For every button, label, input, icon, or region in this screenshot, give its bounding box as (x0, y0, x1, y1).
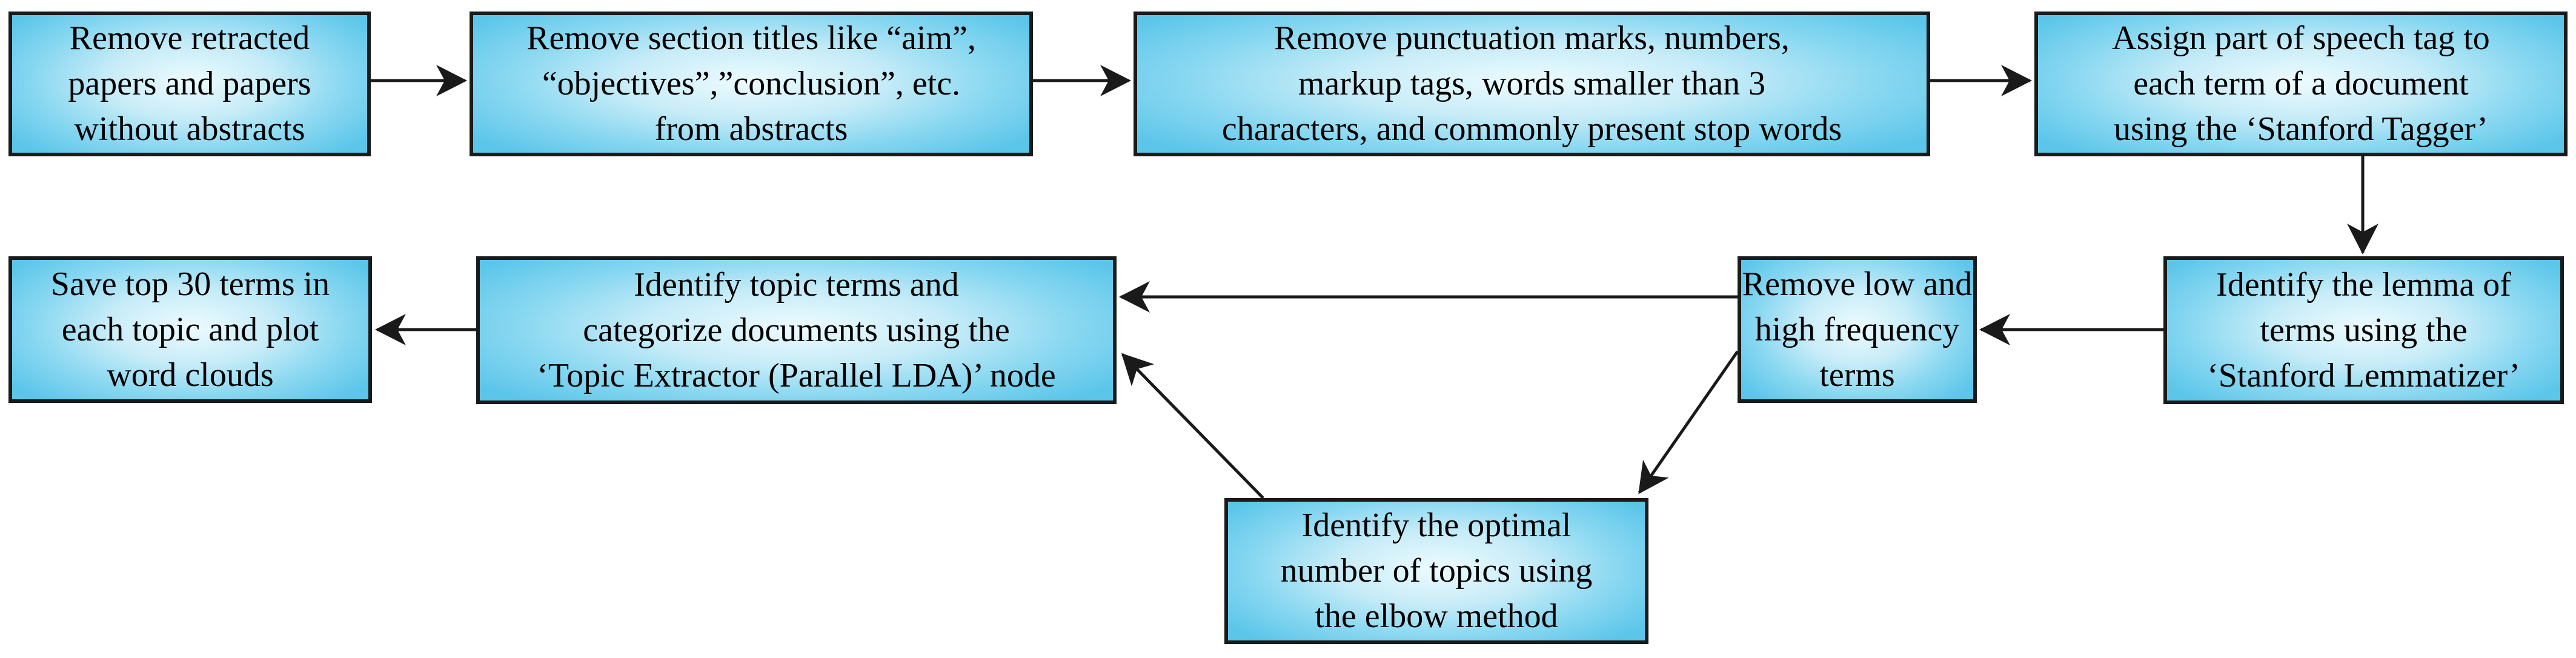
node-identify-topic-terms: Identify topic terms and categorize docu… (476, 256, 1117, 404)
node-remove-section-titles: Remove section titles like “aim”, “objec… (470, 12, 1033, 156)
node-save-top-terms: Save top 30 terms in each topic and plot… (8, 256, 372, 403)
arrow-remove-low-high-frequency-to-identify-optimal-topics (1638, 350, 1739, 494)
node-remove-low-high-frequency: Remove low and high frequency terms (1738, 256, 1977, 403)
node-remove-retracted-papers: Remove retracted papers and papers witho… (8, 12, 371, 156)
node-identify-optimal-topics: Identify the optimal number of topics us… (1224, 498, 1648, 644)
node-remove-punctuation: Remove punctuation marks, numbers, marku… (1134, 12, 1930, 156)
node-identify-lemma: Identify the lemma of terms using the ‘S… (2163, 256, 2564, 404)
arrow-identify-optimal-topics-to-identify-topic-terms (1121, 353, 1264, 499)
node-assign-pos-tag: Assign part of speech tag to each term o… (2034, 12, 2568, 156)
